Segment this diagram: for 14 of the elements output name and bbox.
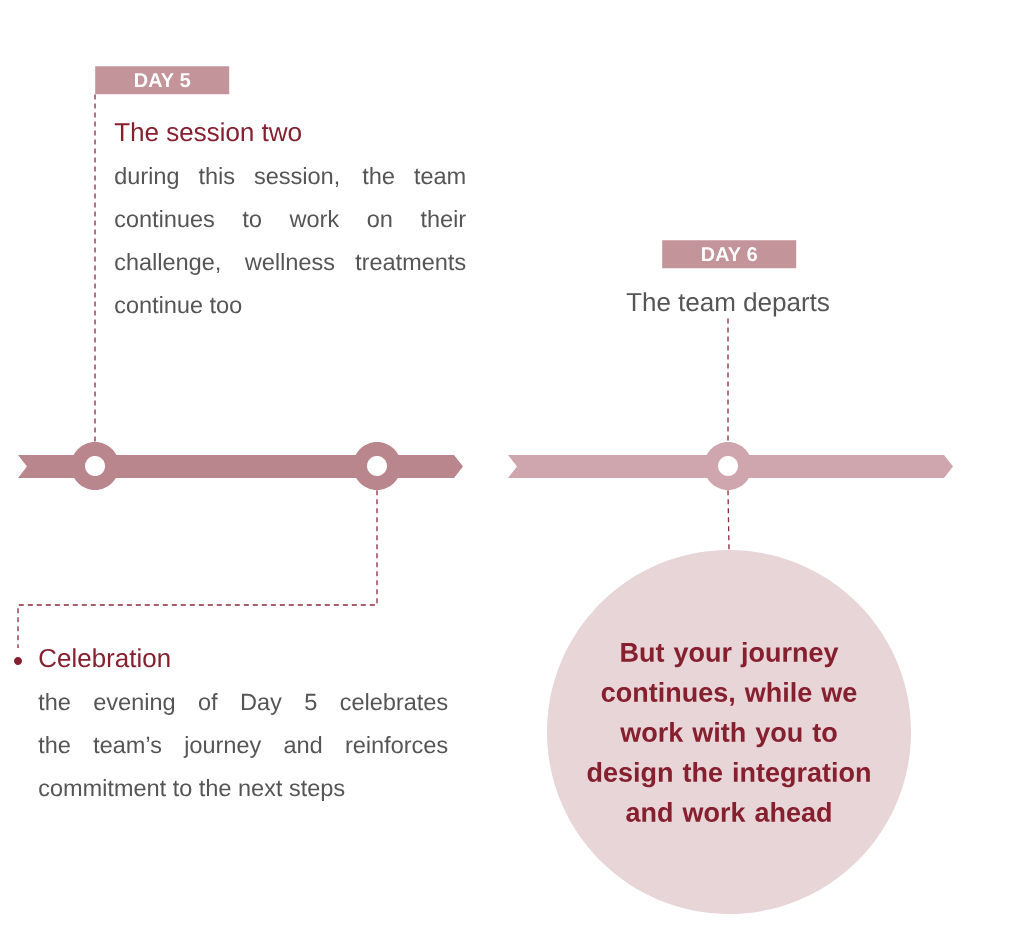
- leader-line: [94, 93, 96, 443]
- leader-line: [17, 489, 378, 649]
- leader-line: [727, 317, 729, 443]
- milestone-marker: [704, 442, 752, 490]
- milestone-marker: [71, 442, 119, 490]
- heading: The session two: [114, 122, 301, 142]
- milestone-marker: [353, 442, 401, 490]
- description: during this session, the team continues to work on their challenge, wellness treatments continue too: [115, 167, 466, 314]
- caption-text: The team departs: [626, 292, 829, 317]
- description: the evening of Day 5 celebrates the team’s journey and reinforces commitment to the next steps: [38, 693, 448, 801]
- day-tag: DAY 6: [662, 240, 797, 269]
- heading: Celebration: [39, 648, 170, 668]
- leader-line: [727, 489, 730, 551]
- day-tag: DAY 5: [95, 66, 230, 95]
